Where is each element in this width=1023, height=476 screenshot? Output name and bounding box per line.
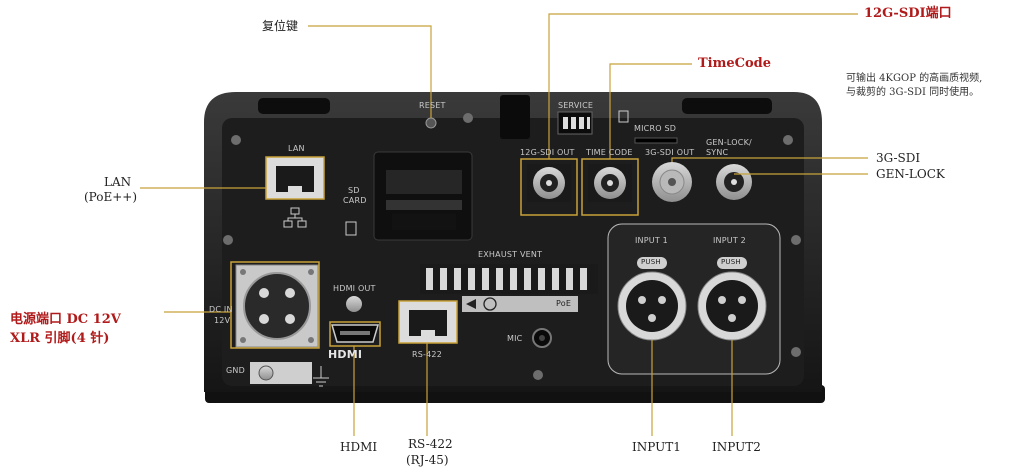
network-icon xyxy=(283,207,307,228)
callout-hdmi: HDMI xyxy=(340,440,378,454)
ground-icon xyxy=(313,366,329,387)
panel-label-input-2: INPUT 2 xyxy=(713,236,746,245)
input-1-connector[interactable] xyxy=(617,257,687,341)
panel-label-exhaust-vent: EXHAUST VENT xyxy=(478,250,543,259)
hdmi-lock-screw xyxy=(346,296,362,312)
callout-rs422-1: RS-422 xyxy=(408,437,453,451)
highlight-dc-in xyxy=(230,261,320,349)
panel-label-input-1: INPUT 1 xyxy=(635,236,668,245)
dc-in-xlr-connector[interactable] xyxy=(235,264,319,348)
panel-label-sd-card-2: CARD xyxy=(343,196,367,205)
panel-label-lan: LAN xyxy=(288,144,305,153)
panel-label-poe: PoE xyxy=(556,299,572,308)
screw-icon xyxy=(791,347,801,357)
panel-label-reset: RESET xyxy=(419,101,446,110)
screw-icon xyxy=(463,113,473,123)
screw-icon xyxy=(791,235,801,245)
panel-label-hdmi-out: HDMI OUT xyxy=(333,284,376,293)
panel-label-dc-in-1: DC IN xyxy=(209,305,233,314)
callout-input1: INPUT1 xyxy=(632,440,681,454)
screw-icon xyxy=(783,135,793,145)
screw-icon xyxy=(223,235,233,245)
top-slot xyxy=(500,95,530,139)
timecode-connector[interactable] xyxy=(588,164,632,202)
callout-power-1: 电源端口 DC 12V xyxy=(10,312,121,327)
panel-label-3g-sdi-out: 3G-SDI OUT xyxy=(645,148,695,157)
reset-button[interactable] xyxy=(425,117,437,129)
callout-note-line1: 可输出 4KGOP 的高画质视频, xyxy=(846,73,983,84)
callout-genlock: GEN-LOCK xyxy=(876,167,945,181)
panel-label-push-2: PUSH xyxy=(721,258,741,266)
panel-label-dc-in-2: 12V xyxy=(214,316,231,325)
callout-lan-2: (PoE++) xyxy=(84,190,138,204)
screw-icon xyxy=(533,370,543,380)
micro-sd-slot[interactable] xyxy=(634,137,678,144)
leader-reset xyxy=(308,25,432,118)
callout-12g-sdi: 12G-SDI端口 xyxy=(864,6,952,21)
sdi-12g-connector[interactable] xyxy=(527,164,571,202)
sdi-3g-connector[interactable] xyxy=(652,162,692,202)
panel-label-service: SERVICE xyxy=(558,101,594,110)
poe-warning-strip xyxy=(462,296,578,312)
callout-power-2: XLR 引脚(4 针) xyxy=(10,331,110,346)
sd-card-icon xyxy=(345,221,357,236)
exhaust-vent xyxy=(420,264,598,294)
panel-label-gnd: GND xyxy=(226,366,245,375)
panel-label-push-1: PUSH xyxy=(641,258,661,266)
panel-label-hdmi-logo: HDMI xyxy=(328,348,363,361)
no-poe-icon xyxy=(483,297,497,311)
callout-3g-sdi: 3G-SDI xyxy=(876,151,921,165)
panel-label-genlock-1: GEN-LOCK/ xyxy=(706,138,752,147)
panel-label-mic: MIC xyxy=(507,334,523,343)
callout-rs422-2: (RJ-45) xyxy=(406,453,449,467)
leader-12g-sdi xyxy=(548,13,858,159)
panel-label-micro-sd: MICRO SD xyxy=(634,124,677,133)
callout-note-line2: 与裁剪的 3G-SDI 同时使用。 xyxy=(846,87,980,98)
micro-sd-icon xyxy=(618,110,629,123)
highlight-rs422 xyxy=(398,300,458,344)
callout-lan-1: LAN xyxy=(104,175,132,189)
panel-label-genlock-2: SYNC xyxy=(706,148,729,157)
screw-icon xyxy=(231,135,241,145)
leader-timecode xyxy=(609,63,692,159)
gnd-screw[interactable] xyxy=(258,365,274,381)
highlight-hdmi xyxy=(329,321,381,347)
callout-timecode: TimeCode xyxy=(698,56,772,71)
genlock-connector[interactable] xyxy=(716,164,752,200)
panel-label-rs422: RS-422 xyxy=(412,350,442,359)
callout-reset: 复位键 xyxy=(262,19,299,33)
arrow-left-icon xyxy=(466,299,476,309)
panel-label-sd-card-1: SD xyxy=(348,186,360,195)
input-2-connector[interactable] xyxy=(697,257,767,341)
handle-right xyxy=(682,98,772,114)
panel-label-time-code: TIME CODE xyxy=(586,148,633,157)
highlight-lan xyxy=(265,156,325,200)
callout-input2: INPUT2 xyxy=(712,440,761,454)
panel-label-12g-sdi-out: 12G-SDI OUT xyxy=(520,148,575,157)
handle-left xyxy=(258,98,330,114)
leader-3g-sdi xyxy=(671,157,868,162)
